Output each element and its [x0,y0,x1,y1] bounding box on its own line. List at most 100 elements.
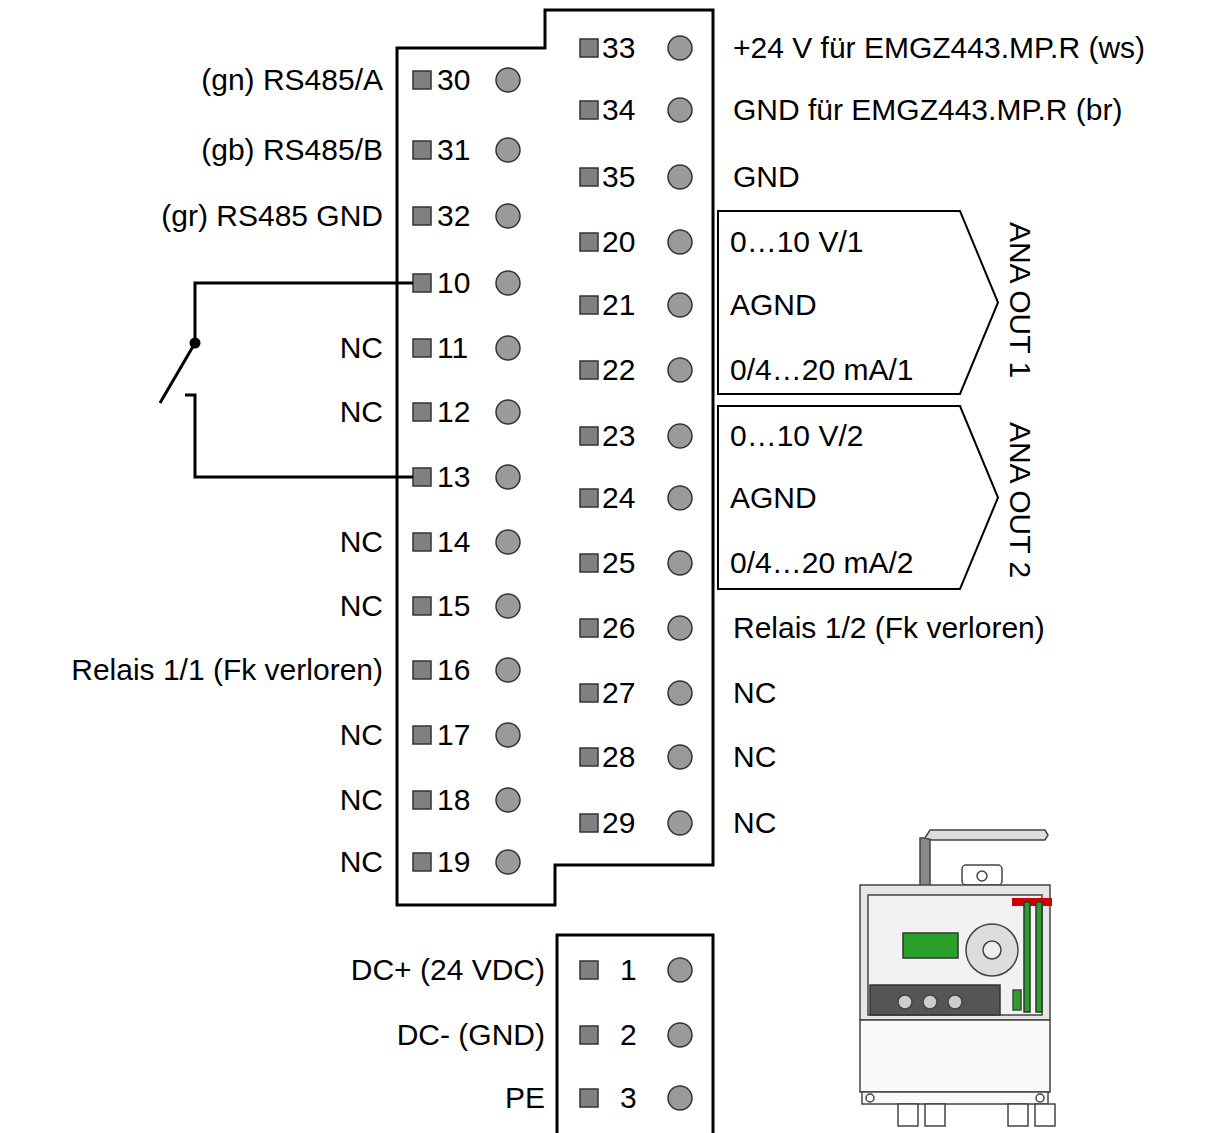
output-signal: 0/4…20 mA/2 [730,545,913,581]
display [903,933,958,958]
front-panel [868,895,1042,1015]
signal-name: (gr) RS485 GND [161,198,383,234]
terminal-number: 12 [437,394,470,430]
terminal-screw [668,98,692,122]
terminal-number: 19 [437,844,470,880]
switch-pivot [191,339,199,347]
signal-name: NC [340,588,383,624]
signal-name: NC [733,675,776,711]
terminal-square [580,361,598,379]
output-signal: AGND [730,287,817,323]
terminal-screw [496,400,520,424]
signal-name: GND für EMGZ443.MP.R (br) [733,92,1123,128]
button [948,995,962,1009]
signal-name: NC [340,394,383,430]
indicator [1013,990,1021,1010]
terminal-screw [668,551,692,575]
terminal-screw [496,68,520,92]
terminal-screw [496,138,520,162]
output-signal: 0…10 V/1 [730,224,863,260]
signal-name: NC [733,805,776,841]
terminal-screw [496,336,520,360]
terminal-square [580,233,598,251]
terminal-number: 23 [602,418,635,454]
bargraph [1036,902,1042,1012]
terminal-square [580,748,598,766]
terminal-number: 20 [602,224,635,260]
terminal-number: 25 [602,545,635,581]
terminal-screw [668,1023,692,1047]
terminal-number: 16 [437,652,470,688]
terminal-square [413,597,431,615]
terminal-number: 13 [437,459,470,495]
terminal-block-outline [397,10,713,905]
terminal-screw [496,594,520,618]
signal-name: NC [340,330,383,366]
analog-output-bracket: 0…10 V/2AGND0/4…20 mA/2ANA OUT 2 [717,405,1000,590]
cable-gland [1008,1104,1028,1126]
terminal-square [580,296,598,314]
terminal-square [413,791,431,809]
terminal-square [413,533,431,551]
terminal-number: 28 [602,739,635,775]
terminal-screw [668,958,692,982]
terminal-number: 30 [437,62,470,98]
signal-name: NC [733,739,776,775]
terminal-square [580,1089,598,1107]
terminal-square [580,39,598,57]
logo [1012,898,1052,906]
terminal-screw [668,424,692,448]
terminal-number: 26 [602,610,635,646]
power-terminal-outline [557,935,713,1133]
button [898,995,912,1009]
terminal-screw [668,616,692,640]
switch-wiring [160,283,413,477]
antenna [925,830,1048,840]
terminal-number: 22 [602,352,635,388]
signal-name: GND [733,159,800,195]
terminal-number: 17 [437,717,470,753]
terminal-square [580,814,598,832]
terminal-square [580,961,598,979]
cable-gland [898,1104,918,1126]
antenna-base [920,838,930,886]
terminal-number: 33 [602,30,635,66]
signal-name: NC [340,717,383,753]
bargraph [1024,902,1030,1012]
terminal-pins [413,36,692,1110]
cable-gland [1035,1104,1055,1126]
output-signal: AGND [730,480,817,516]
output-signal: 0…10 V/2 [730,418,863,454]
terminal-square [580,554,598,572]
terminal-square [413,141,431,159]
terminal-number: 31 [437,132,470,168]
terminal-number: 15 [437,588,470,624]
keypad [966,924,1018,976]
terminal-screw [668,36,692,60]
terminal-square [580,684,598,702]
wire [185,395,413,477]
button-strip [870,985,1000,1015]
terminal-number: 1 [620,952,637,988]
terminal-number: 34 [602,92,635,128]
terminal-number: 18 [437,782,470,818]
signal-name: NC [340,782,383,818]
terminal-square [413,726,431,744]
terminal-screw [496,850,520,874]
terminal-screw [668,293,692,317]
cable-gland [925,1104,945,1126]
terminal-screw [496,465,520,489]
bracket-shape [718,211,998,394]
terminal-number: 29 [602,805,635,841]
terminal-screw [668,230,692,254]
signal-name: DC- (GND) [397,1017,545,1053]
output-heading: ANA OUT 2 [1002,422,1038,578]
terminal-square [580,1026,598,1044]
terminal-square [413,71,431,89]
signal-name: (gb) RS485/B [201,132,383,168]
terminal-number: 21 [602,287,635,323]
terminal-screw [668,358,692,382]
signal-name: +24 V für EMGZ443.MP.R (ws) [733,30,1145,66]
terminal-screw [668,1086,692,1110]
